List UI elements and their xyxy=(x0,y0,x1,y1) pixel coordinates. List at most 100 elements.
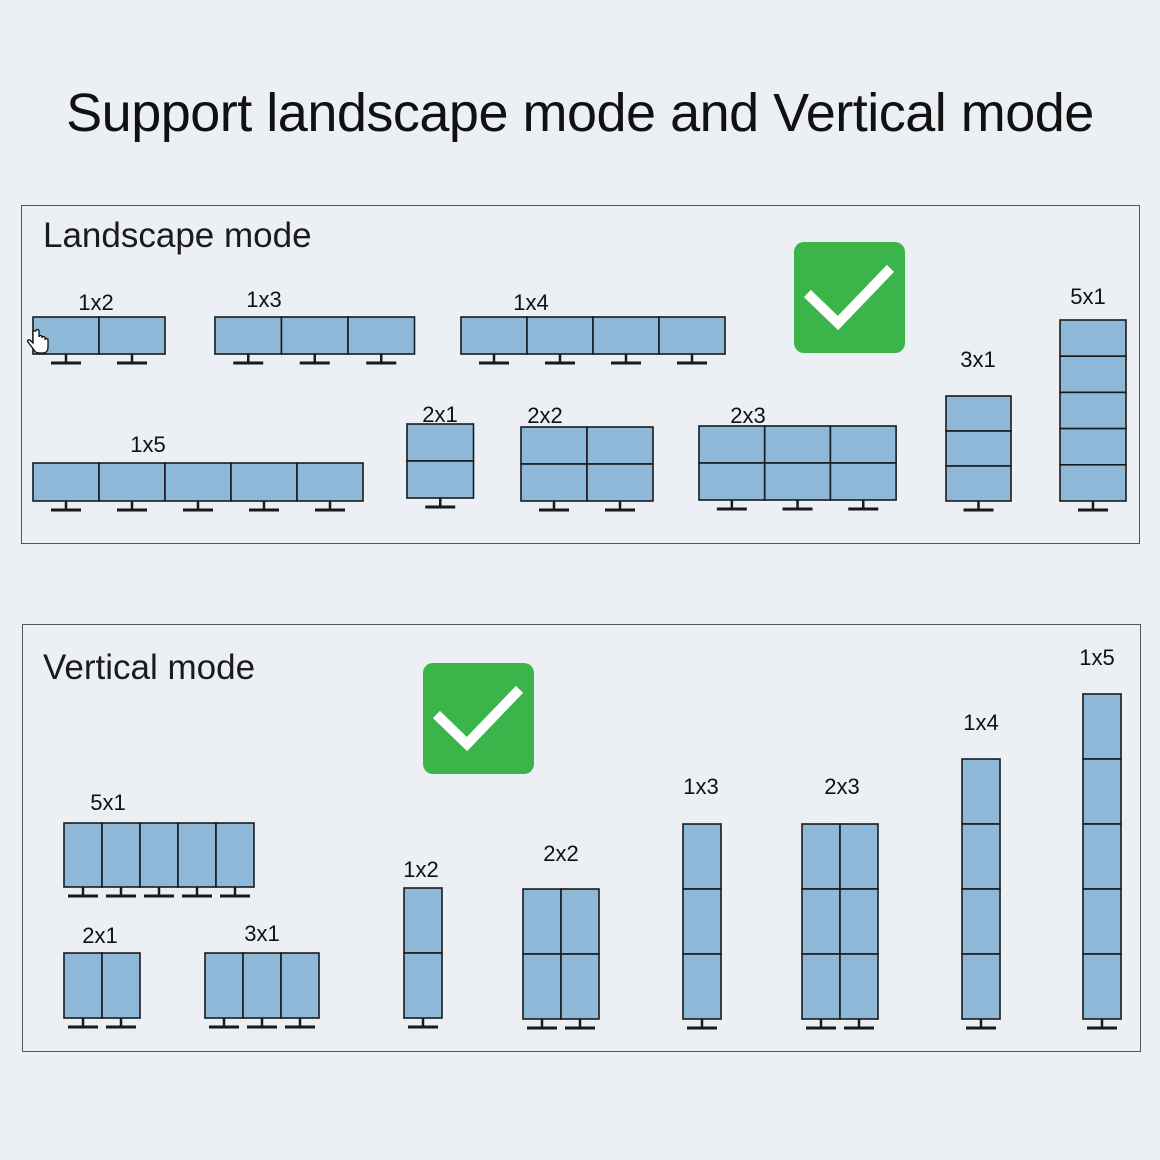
monitor-screen xyxy=(586,463,654,502)
monitor-screen xyxy=(560,953,600,1020)
vertical-layout-3x1: 3x1 xyxy=(204,921,320,1029)
vertical-layout-2x2: 2x2 xyxy=(522,841,600,1030)
monitor-screen xyxy=(403,887,443,954)
monitor-screen xyxy=(829,462,897,501)
monitor-screen xyxy=(1082,693,1122,760)
monitor-screen xyxy=(164,462,232,502)
monitor-screen xyxy=(945,395,1012,432)
monitor-screen xyxy=(1082,823,1122,890)
monitor-screen xyxy=(1082,758,1122,825)
landscape-layout-1x4: 1x4 xyxy=(460,290,726,365)
monitor-screen xyxy=(682,953,722,1020)
layout-label: 5x1 xyxy=(1070,284,1105,309)
monitor-screen xyxy=(763,425,832,464)
monitor-screen xyxy=(586,426,654,465)
landscape-layout-1x5: 1x5 xyxy=(32,432,364,512)
monitor-screen xyxy=(1059,319,1127,358)
vertical-layout-1x4: 1x4 xyxy=(961,710,1001,1030)
monitor-screen xyxy=(460,316,528,355)
layout-label: 2x2 xyxy=(527,403,562,428)
monitor-screen xyxy=(763,462,832,501)
landscape-mode-panel xyxy=(21,205,1140,544)
monitor-screen xyxy=(698,462,766,501)
monitor-screen xyxy=(101,952,141,1019)
monitor-screen xyxy=(214,316,283,355)
monitor-screen xyxy=(592,316,660,355)
monitor-screen xyxy=(522,953,562,1020)
monitor-screen xyxy=(682,823,722,890)
landscape-layout-3x1: 3x1 xyxy=(945,347,1012,512)
monitor-screen xyxy=(98,462,166,502)
layout-label: 2x2 xyxy=(543,841,578,866)
monitor-screen xyxy=(98,316,166,355)
vertical-layout-1x3: 1x3 xyxy=(682,774,722,1030)
monitor-screen xyxy=(1059,355,1127,394)
monitor-screen xyxy=(406,460,475,499)
monitor-screen xyxy=(32,462,100,502)
layout-label: 1x3 xyxy=(683,774,718,799)
monitor-screen xyxy=(961,758,1001,825)
layout-label: 1x3 xyxy=(246,287,281,312)
monitor-screen xyxy=(280,952,320,1019)
monitor-screen xyxy=(961,823,1001,890)
landscape-layout-2x2: 2x2 xyxy=(520,403,654,512)
layout-label: 1x2 xyxy=(78,290,113,315)
monitor-screen xyxy=(204,952,244,1019)
page-title: Support landscape mode and Vertical mode xyxy=(66,83,1094,143)
vertical-layout-2x1: 2x1 xyxy=(63,923,141,1029)
monitor-screen xyxy=(406,423,475,462)
monitor-screen xyxy=(1059,463,1127,502)
monitor-screen xyxy=(801,823,841,890)
vertical-checkmark-icon xyxy=(423,663,534,774)
monitor-screen xyxy=(177,822,217,888)
monitor-screen xyxy=(839,888,879,955)
monitor-screen xyxy=(961,888,1001,955)
monitor-screen xyxy=(101,822,141,888)
landscape-layout-2x1: 2x1 xyxy=(406,402,475,509)
vertical-layout-5x1: 5x1 xyxy=(63,790,255,898)
monitor-screen xyxy=(280,316,349,355)
monitor-screen xyxy=(63,822,103,888)
monitor-screen xyxy=(215,822,255,888)
layout-label: 3x1 xyxy=(960,347,995,372)
monitor-screen xyxy=(526,316,594,355)
monitor-screen xyxy=(63,952,103,1019)
vertical-mode-heading: Vertical mode xyxy=(43,648,256,687)
monitor-screen xyxy=(1059,391,1127,430)
landscape-layout-2x3: 2x3 xyxy=(698,403,897,511)
monitor-screen xyxy=(961,953,1001,1020)
vertical-layout-2x3: 2x3 xyxy=(801,774,879,1030)
layout-label: 1x4 xyxy=(513,290,548,315)
monitor-screen xyxy=(658,316,726,355)
hand-cursor-icon xyxy=(26,328,49,354)
monitor-screen xyxy=(1059,427,1127,466)
monitor-screen xyxy=(698,425,766,464)
monitor-screen xyxy=(801,888,841,955)
layout-label: 1x4 xyxy=(963,710,998,735)
monitor-screen xyxy=(560,888,600,955)
landscape-checkmark-icon xyxy=(794,242,905,353)
monitor-screen xyxy=(829,425,897,464)
layout-label: 1x5 xyxy=(1079,645,1114,670)
monitor-screen xyxy=(1082,888,1122,955)
layout-label: 1x5 xyxy=(130,432,165,457)
layout-label: 2x3 xyxy=(730,403,765,428)
monitor-screen xyxy=(403,952,443,1019)
layout-label: 2x3 xyxy=(824,774,859,799)
vertical-layout-1x5: 1x5 xyxy=(1079,645,1122,1030)
monitor-screen xyxy=(839,953,879,1020)
monitor-screen xyxy=(242,952,282,1019)
vertical-layout-1x2: 1x2 xyxy=(403,857,443,1029)
landscape-mode-heading: Landscape mode xyxy=(43,216,312,255)
monitor-screen xyxy=(296,462,364,502)
monitor-screen xyxy=(347,316,416,355)
monitor-screen xyxy=(682,888,722,955)
monitor-screen xyxy=(230,462,298,502)
monitor-screen xyxy=(139,822,179,888)
monitor-screen xyxy=(522,888,562,955)
monitor-screen xyxy=(1082,953,1122,1020)
layout-label: 1x2 xyxy=(403,857,438,882)
layout-label: 5x1 xyxy=(90,790,125,815)
monitor-screen xyxy=(520,426,588,465)
